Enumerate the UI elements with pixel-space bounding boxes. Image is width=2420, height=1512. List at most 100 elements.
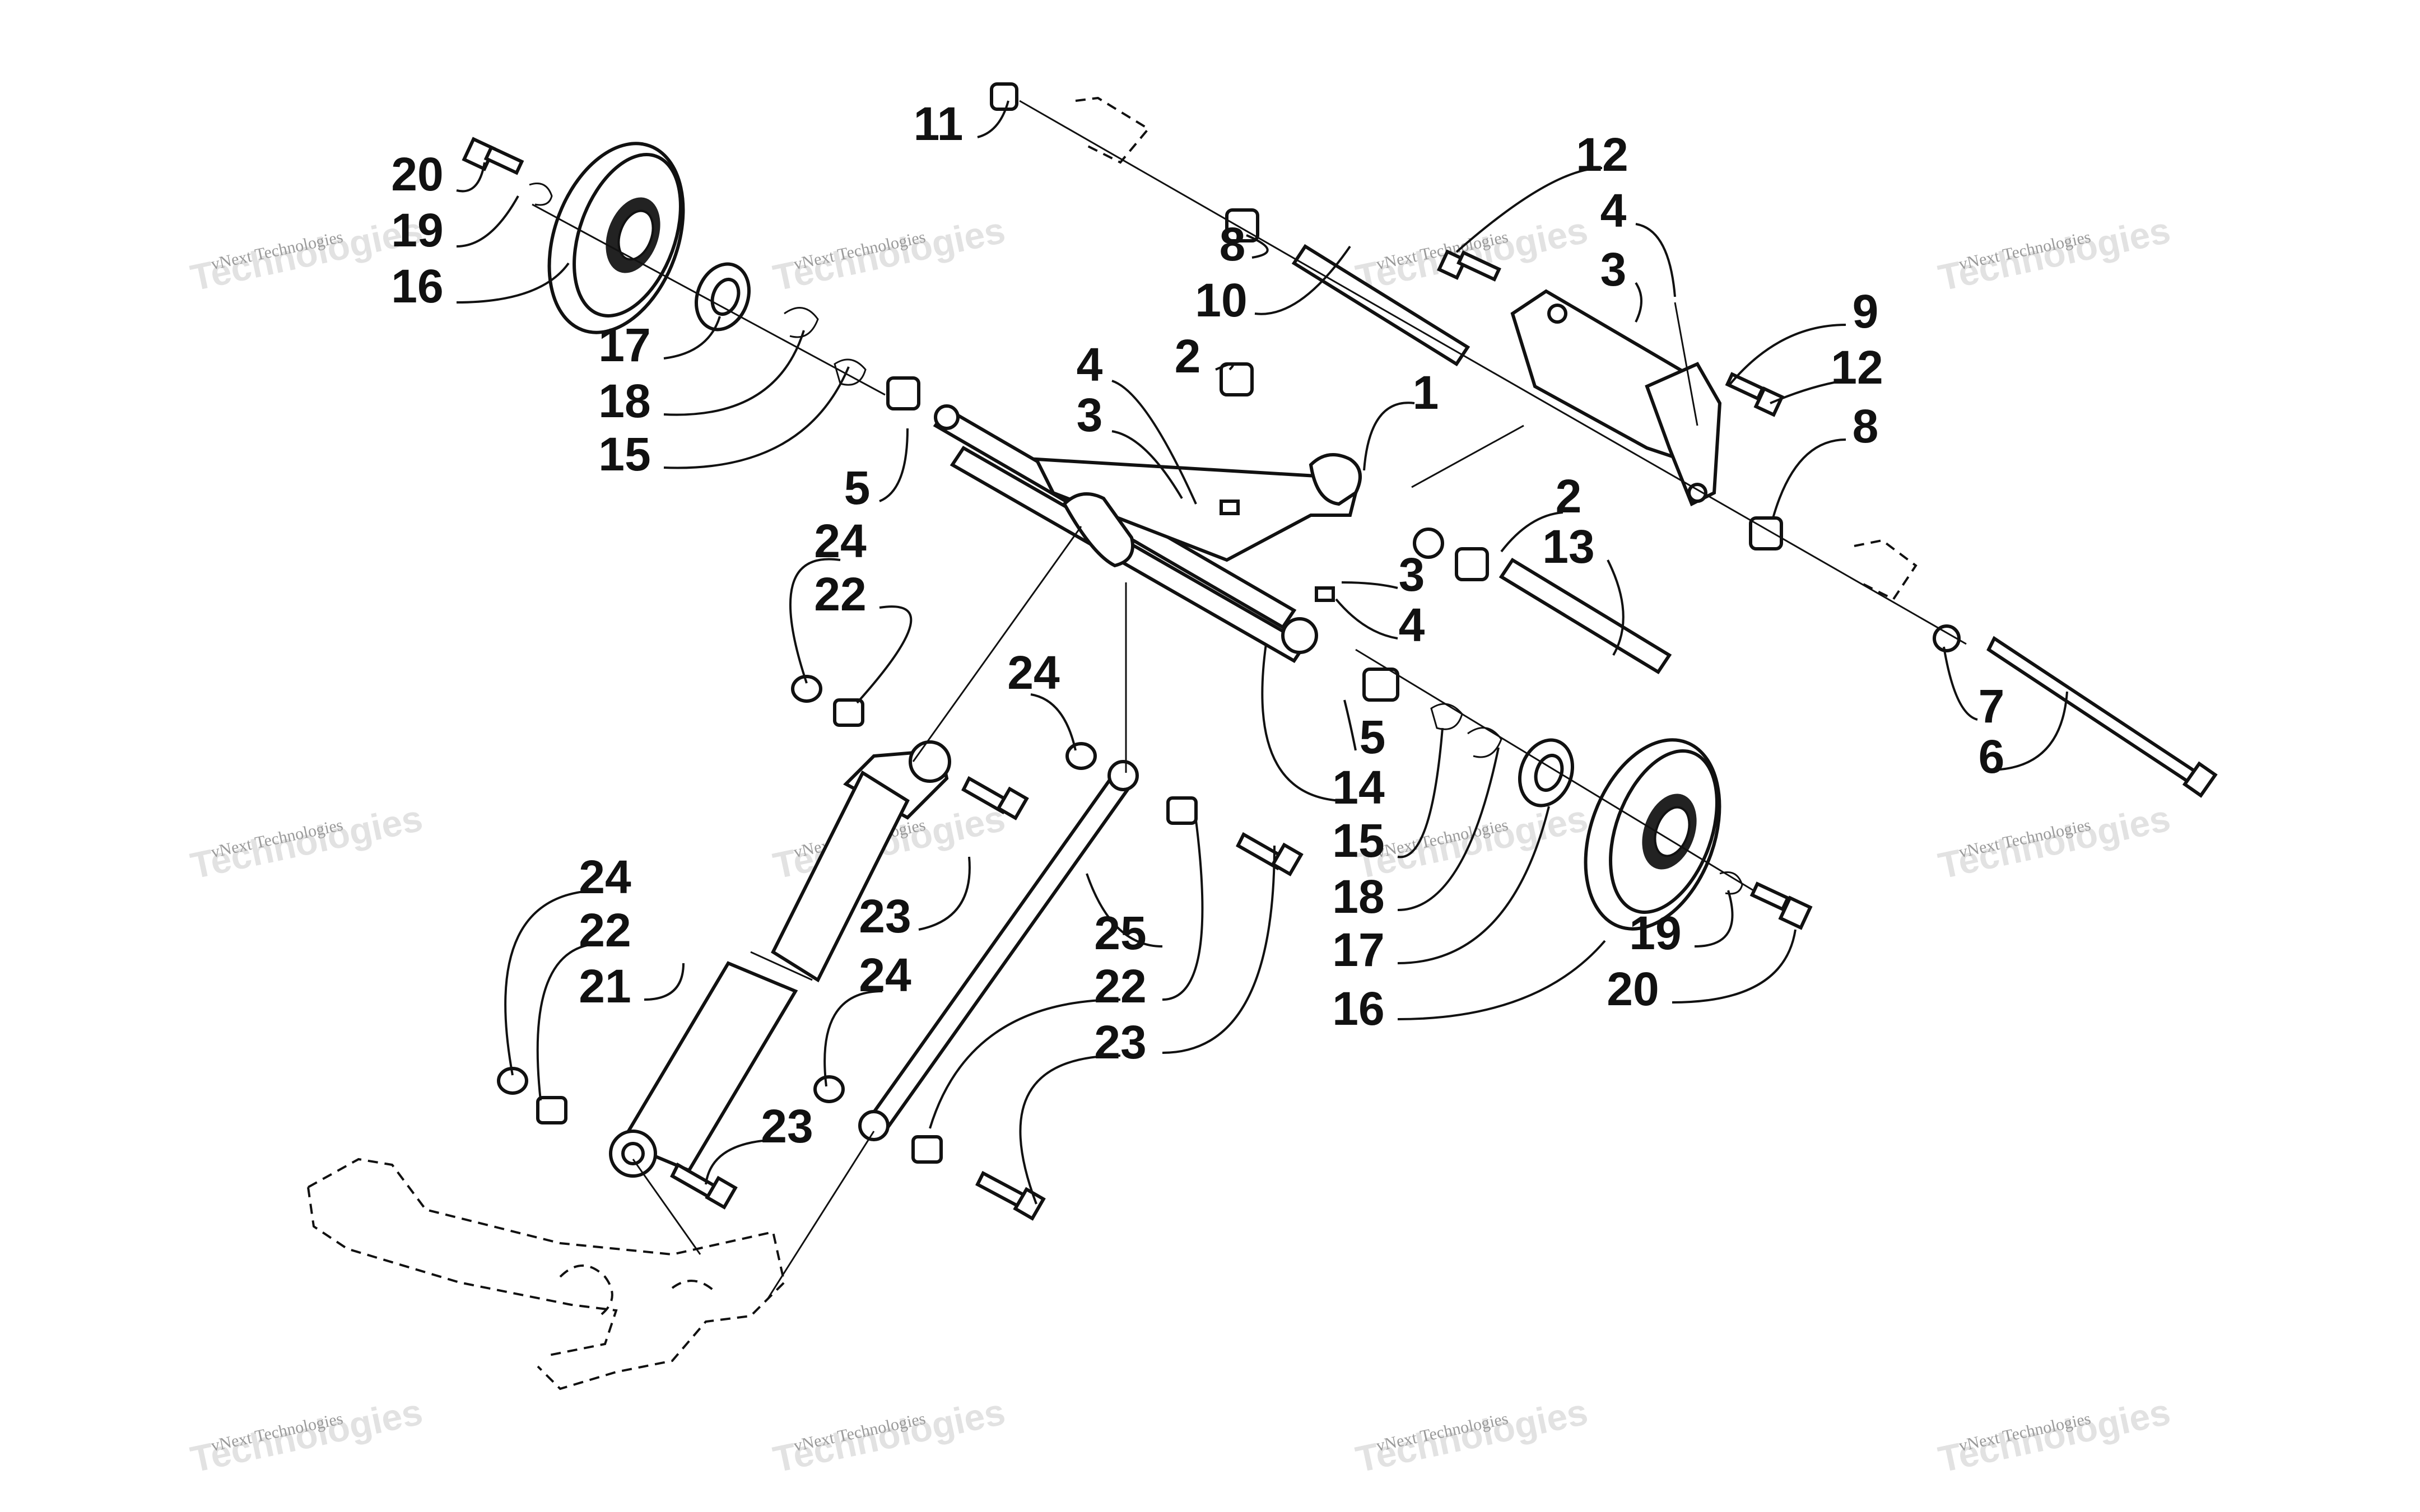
bolt-23c bbox=[670, 1162, 738, 1210]
callout-c14: 14 bbox=[1332, 761, 1385, 814]
callout-c1: 1 bbox=[1413, 366, 1439, 419]
callout-c16a: 16 bbox=[391, 260, 443, 312]
bearing-left bbox=[694, 262, 751, 332]
callout-c20a: 20 bbox=[391, 148, 443, 200]
bushing-lower bbox=[1455, 547, 1489, 581]
callout-c3a: 3 bbox=[1077, 389, 1103, 441]
washer-24b bbox=[1065, 742, 1097, 770]
callout-c8a: 8 bbox=[1220, 218, 1246, 270]
callout-c8b: 8 bbox=[1853, 400, 1879, 452]
callout-c24a: 24 bbox=[814, 515, 867, 567]
callout-c20b: 20 bbox=[1607, 963, 1659, 1015]
callout-c4a: 4 bbox=[1077, 338, 1103, 391]
bolt-right bbox=[1749, 881, 1813, 930]
shock-absorber bbox=[609, 740, 951, 1178]
callout-c12b: 12 bbox=[1831, 341, 1883, 394]
callout-c24b: 24 bbox=[1007, 646, 1060, 699]
pivot-shaft bbox=[1498, 557, 1672, 675]
callout-c15a: 15 bbox=[598, 428, 650, 480]
grease-fitting-b bbox=[1315, 586, 1335, 602]
snap-ring-right bbox=[1719, 871, 1743, 895]
callout-c3b: 3 bbox=[1399, 548, 1425, 601]
idler-wheel-left bbox=[547, 142, 685, 334]
frame-stub-right bbox=[1854, 539, 1918, 601]
callout-c19b: 19 bbox=[1629, 907, 1681, 959]
callout-c5b: 5 bbox=[1360, 711, 1386, 763]
spacer-right bbox=[1362, 668, 1399, 702]
callout-c7: 7 bbox=[1979, 680, 2005, 732]
washer-24c bbox=[497, 1067, 528, 1095]
callout-c13: 13 bbox=[1542, 520, 1594, 573]
washer-24d bbox=[813, 1075, 845, 1103]
callout-c24c: 24 bbox=[579, 851, 631, 903]
swing-arm bbox=[933, 404, 1444, 663]
mounting-bracket bbox=[1510, 289, 1722, 507]
callout-c15b: 15 bbox=[1332, 814, 1384, 867]
idler-wheel-right bbox=[1584, 738, 1721, 931]
bolt-23a bbox=[961, 776, 1029, 820]
spacer-left bbox=[886, 376, 920, 410]
bracket-bolt-upper bbox=[1436, 249, 1501, 282]
washer bbox=[1933, 624, 1961, 652]
grease-fitting-a bbox=[1220, 500, 1240, 515]
callout-c21: 21 bbox=[579, 960, 631, 1012]
frame-outline bbox=[307, 1158, 786, 1390]
callout-c9: 9 bbox=[1853, 285, 1879, 338]
callout-c5a: 5 bbox=[844, 461, 871, 514]
bushing-22a bbox=[833, 698, 864, 727]
callout-c11: 11 bbox=[914, 97, 964, 150]
upper-shaft bbox=[1291, 244, 1470, 367]
nut bbox=[990, 82, 1018, 111]
callout-c3c: 3 bbox=[1600, 243, 1627, 296]
callout-c4b: 4 bbox=[1399, 599, 1425, 651]
leader-lines bbox=[456, 100, 2068, 1205]
callout-c25: 25 bbox=[1094, 907, 1146, 959]
bushing-22c bbox=[536, 1096, 567, 1124]
bushing-22d bbox=[911, 1135, 943, 1164]
callout-c19a: 19 bbox=[391, 204, 443, 256]
callout-c17b: 17 bbox=[1332, 923, 1384, 976]
callout-c23c: 23 bbox=[1094, 1016, 1146, 1068]
control-link bbox=[858, 760, 1139, 1141]
retaining-ring-left-a bbox=[784, 307, 819, 338]
bolt-23d bbox=[975, 1170, 1046, 1221]
callout-c22b: 22 bbox=[579, 904, 631, 956]
callout-c22a: 22 bbox=[814, 568, 866, 620]
washer-24a bbox=[791, 675, 822, 703]
callout-c24d: 24 bbox=[859, 949, 911, 1001]
callout-c23b: 23 bbox=[761, 1100, 813, 1152]
callout-c6: 6 bbox=[1979, 730, 2005, 783]
retaining-ring-right-b bbox=[1467, 727, 1502, 758]
callout-c18a: 18 bbox=[598, 375, 650, 427]
callout-c2a: 2 bbox=[1175, 330, 1201, 382]
callout-c12a: 12 bbox=[1576, 128, 1628, 181]
callout-c16b: 16 bbox=[1332, 982, 1384, 1035]
callout-c17a: 17 bbox=[598, 319, 650, 371]
snap-ring-left bbox=[529, 183, 553, 206]
bracket-bolt-lower bbox=[1725, 372, 1785, 417]
callout-c4c: 4 bbox=[1600, 184, 1627, 237]
bushing-upper bbox=[1220, 362, 1254, 396]
assembly-lines bbox=[532, 100, 1967, 1300]
callout-c18b: 18 bbox=[1332, 870, 1384, 923]
frame-stub-top bbox=[1075, 96, 1151, 164]
callout-c22c: 22 bbox=[1094, 960, 1146, 1012]
suspension-arm-drawing bbox=[307, 82, 2218, 1390]
callout-c23a: 23 bbox=[859, 890, 911, 942]
long-bolt-head bbox=[2182, 761, 2218, 798]
retaining-ring-left-b bbox=[834, 358, 867, 386]
callout-c2b: 2 bbox=[1556, 470, 1582, 522]
retaining-ring-right-a bbox=[1430, 703, 1463, 730]
